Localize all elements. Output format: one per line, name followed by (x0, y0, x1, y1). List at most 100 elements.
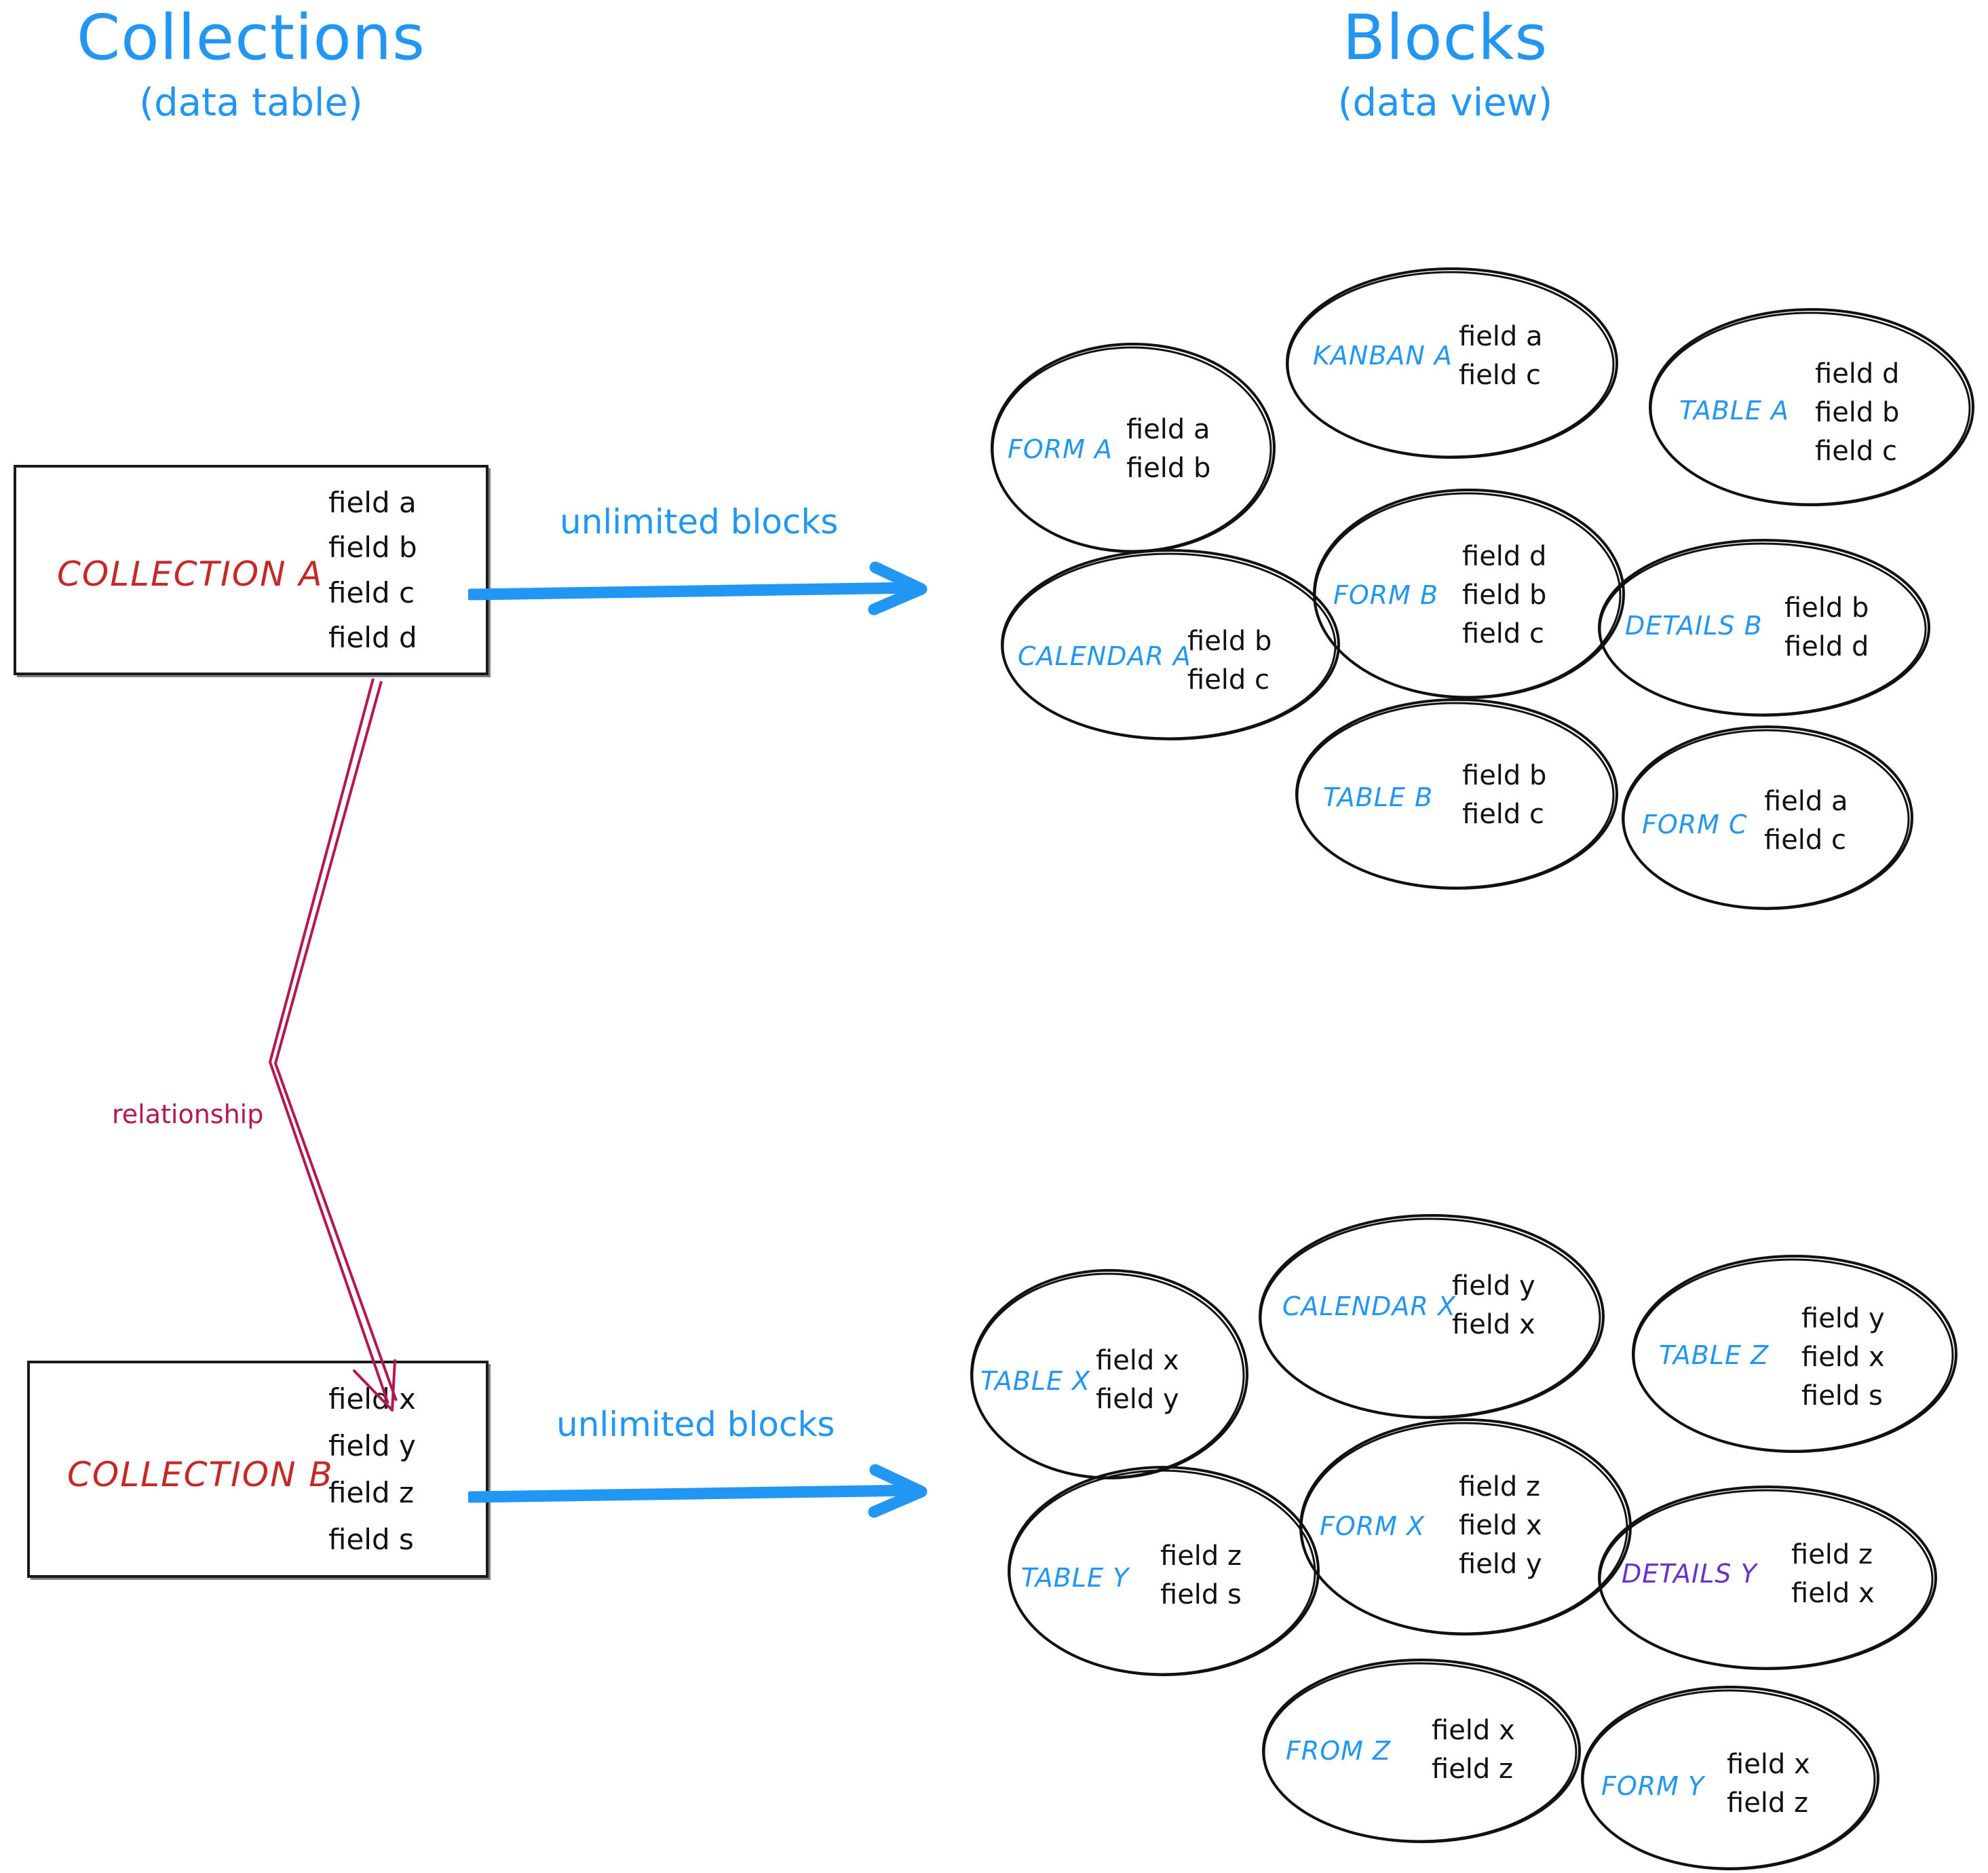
block-calendar-x[interactable]: CALENDAR X field y field x (1255, 1211, 1608, 1422)
block-form-c-label: FORM C (1642, 810, 1748, 839)
block-field: field a (1459, 321, 1543, 352)
block-field: field x (1432, 1715, 1515, 1746)
block-details-b-field-list: field b field d (1784, 589, 1869, 666)
collection-b-field: field z (328, 1476, 415, 1509)
collection-a-field: field c (328, 575, 415, 609)
block-table-x[interactable]: TABLE X field x field y (967, 1266, 1252, 1483)
block-field: field b (1462, 579, 1547, 611)
block-field: field x (1727, 1749, 1810, 1780)
block-details-b[interactable]: DETAILS B field b field d (1594, 536, 1934, 719)
block-form-a[interactable]: FORM A field a field b (987, 339, 1279, 556)
block-field: field b (1784, 592, 1869, 624)
collection-a-field: field a (328, 485, 417, 519)
block-field: field a (1764, 786, 1848, 817)
block-field: field c (1462, 798, 1545, 830)
block-field: field x (1791, 1577, 1875, 1609)
block-form-a-label: FORM A (1008, 434, 1113, 464)
unlimited-blocks-arrow-b: unlimited blocks (465, 1405, 957, 1540)
relationship-label: relationship (112, 1099, 264, 1129)
block-field: field c (1462, 618, 1545, 649)
block-from-z-field-list: field x field z (1432, 1711, 1515, 1789)
block-from-z-label: FROM Z (1286, 1736, 1392, 1766)
ellipse-outline (1313, 489, 1625, 699)
collection-a-box[interactable]: COLLECTION A field a field b field c fie… (14, 465, 489, 675)
ellipse-outline (1649, 308, 1974, 506)
block-table-b-field-list: field b field c (1462, 757, 1546, 834)
block-table-a[interactable]: TABLE A field d field b field c (1645, 305, 1978, 509)
page-title-collections: Collections (data table) (47, 7, 455, 122)
block-field: field y (1452, 1270, 1535, 1302)
block-field: field c (1459, 359, 1542, 391)
ellipse-outline (1295, 698, 1618, 890)
block-calendar-a[interactable]: CALENDAR A field b field c (997, 546, 1343, 743)
block-form-x[interactable]: FORM X field z field x field y (1296, 1415, 1635, 1639)
block-form-y[interactable]: FORM Y field x field z (1578, 1683, 1883, 1873)
block-table-z[interactable]: TABLE Z field y field x field s (1628, 1252, 1961, 1456)
block-kanban-a-field-list: field a field c (1459, 318, 1543, 395)
block-kanban-a-label: KANBAN A (1313, 341, 1453, 371)
block-field: field c (1187, 664, 1270, 696)
ellipse-outline (1622, 725, 1913, 910)
block-calendar-x-label: CALENDAR X (1282, 1291, 1456, 1321)
block-form-x-label: FORM X (1320, 1511, 1426, 1541)
block-from-z[interactable]: FROM Z field x field z (1259, 1656, 1584, 1846)
block-field: field y (1801, 1303, 1885, 1334)
arrow-right-icon (465, 561, 928, 616)
blocks-subtitle: (data view) (1337, 81, 1553, 125)
collections-title: Collections (77, 1, 425, 74)
block-calendar-x-field-list: field y field x (1452, 1267, 1535, 1344)
block-table-y-label: TABLE Y (1021, 1563, 1130, 1593)
block-table-a-field-list: field d field b field c (1815, 355, 1899, 470)
collections-subtitle: (data table) (139, 81, 363, 125)
block-details-b-label: DETAILS B (1625, 611, 1763, 641)
block-table-b-label: TABLE B (1323, 782, 1434, 812)
block-field: field d (1815, 358, 1900, 390)
collection-b-field: field y (328, 1429, 416, 1462)
block-form-y-field-list: field x field z (1727, 1745, 1810, 1823)
block-form-c-field-list: field a field c (1764, 782, 1848, 860)
block-form-b[interactable]: FORM B field d field b field c (1310, 485, 1628, 702)
unlimited-blocks-arrow-a: unlimited blocks (465, 502, 957, 638)
block-field: field d (1462, 541, 1547, 572)
block-details-y-field-list: field z field x (1791, 1536, 1875, 1613)
collection-b-box[interactable]: COLLECTION B field x field y field z fie… (27, 1361, 489, 1578)
ellipse-outline (1598, 539, 1930, 717)
block-field: field c (1815, 435, 1898, 467)
block-table-a-label: TABLE A (1679, 396, 1790, 425)
block-table-y[interactable]: TABLE Y field z field s (1004, 1462, 1323, 1680)
collection-a-field-list: field a field b field c field d (328, 480, 471, 660)
block-field: field b (1462, 760, 1547, 791)
block-field: field z (1727, 1787, 1809, 1819)
block-form-b-label: FORM B (1333, 580, 1439, 610)
block-form-c[interactable]: FORM C field a field c (1618, 723, 1917, 913)
collection-b-label: COLLECTION B (67, 1455, 334, 1494)
block-field: field x (1452, 1308, 1535, 1340)
unlimited-blocks-label-a: unlimited blocks (560, 502, 839, 542)
block-table-y-field-list: field z field s (1160, 1537, 1242, 1614)
block-field: field z (1432, 1753, 1514, 1785)
block-field: field b (1187, 626, 1272, 657)
block-field: field d (1784, 630, 1869, 662)
block-table-x-field-list: field x field y (1096, 1342, 1179, 1419)
collection-b-field-list: field x field y field z field s (328, 1376, 471, 1563)
block-calendar-a-field-list: field b field c (1187, 622, 1272, 700)
block-details-y[interactable]: DETAILS Y field z field x (1594, 1483, 1941, 1673)
block-form-b-field-list: field d field b field c (1462, 537, 1546, 653)
ellipse-outline (1598, 1486, 1937, 1670)
block-table-x-label: TABLE X (980, 1366, 1091, 1396)
block-table-z-label: TABLE Z (1659, 1340, 1770, 1370)
relationship-arrow-icon (269, 678, 398, 1412)
ellipse-outline (1632, 1255, 1957, 1453)
block-kanban-a[interactable]: KANBAN A field a field c (1282, 265, 1622, 461)
collection-b-field: field s (328, 1523, 414, 1556)
collection-a-field: field b (328, 531, 417, 565)
ellipse-outline (1286, 267, 1618, 459)
block-field: field b (1815, 396, 1900, 428)
block-table-b[interactable]: TABLE B field b field c (1293, 696, 1622, 892)
block-field: field c (1764, 824, 1847, 856)
block-field: field x (1096, 1345, 1179, 1376)
block-field: field s (1160, 1578, 1242, 1610)
arrow-right-icon (465, 1464, 928, 1518)
block-field: field z (1791, 1539, 1873, 1570)
block-details-y-label: DETAILS Y (1622, 1559, 1757, 1589)
